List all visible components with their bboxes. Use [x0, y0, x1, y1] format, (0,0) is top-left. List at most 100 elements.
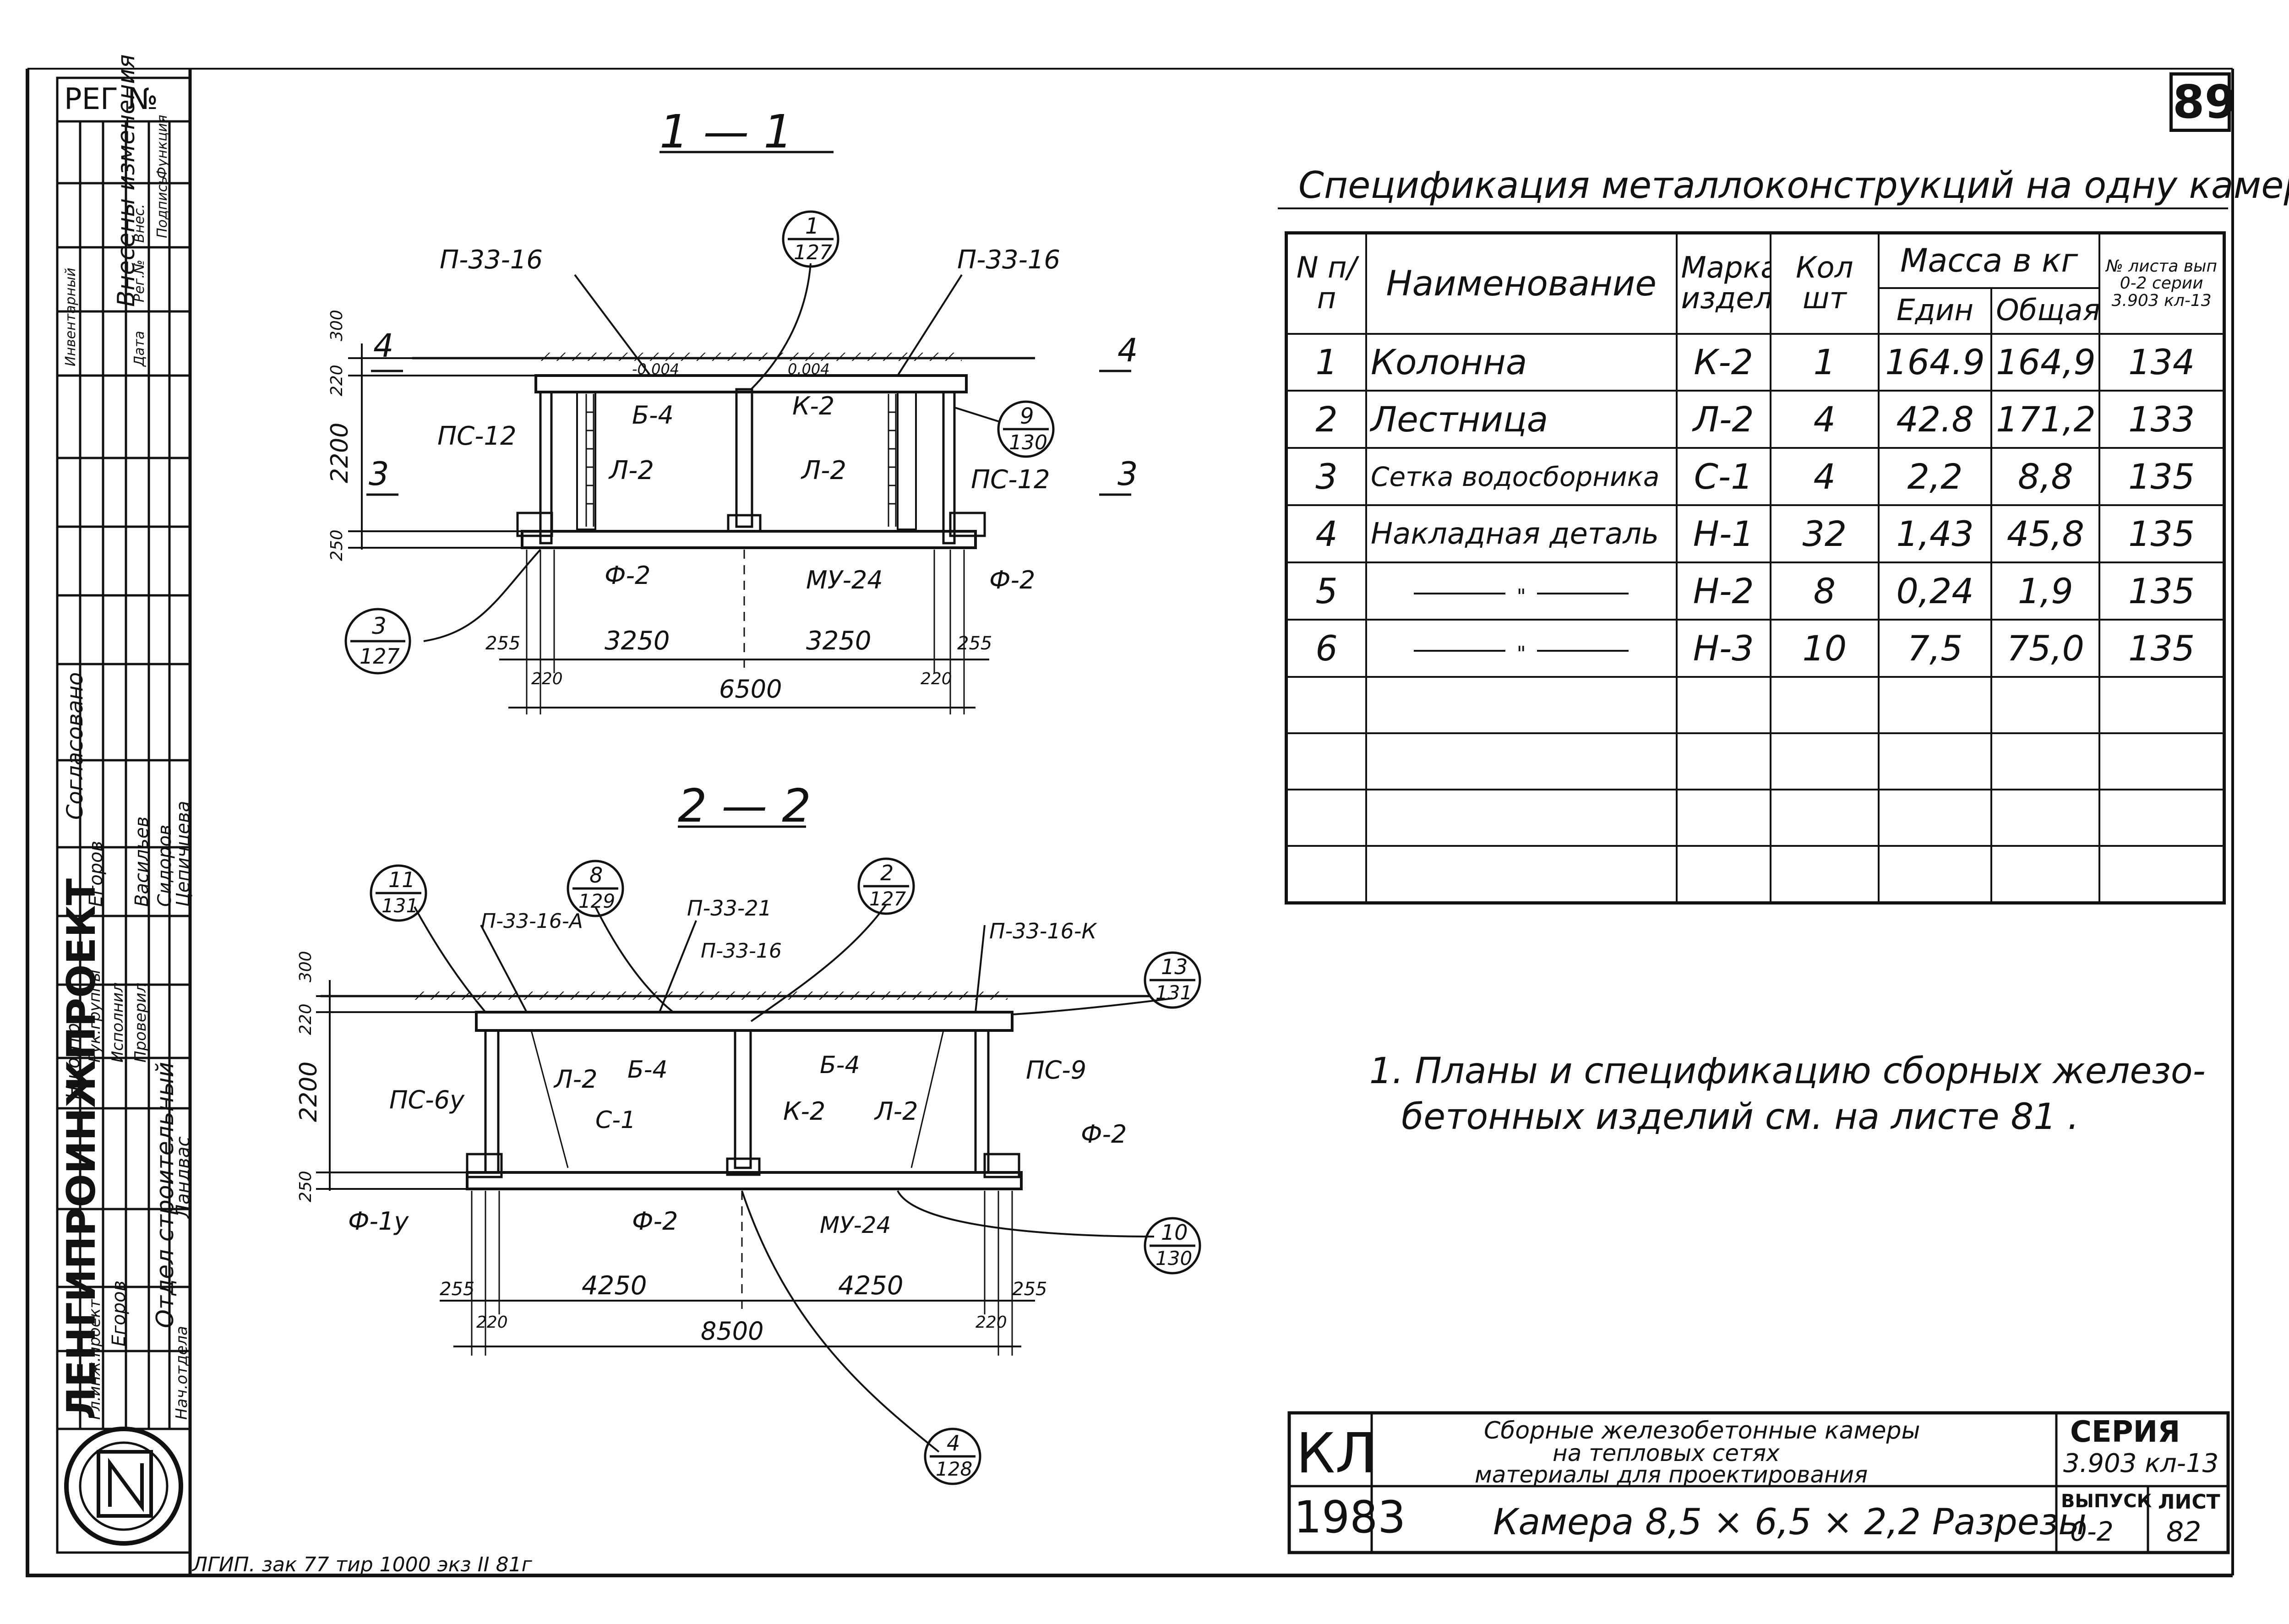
- stamp-name-3: Васильев: [131, 816, 153, 907]
- s2-dim-h-255-right: 255: [1012, 1279, 1047, 1300]
- s1-label-p-right: П-33-16: [957, 245, 1061, 275]
- s2-dim-h-4250-left: 4250: [582, 1271, 647, 1301]
- sheet-value: 82: [2166, 1516, 2202, 1548]
- title-desc-2: на тепловых сетях: [1553, 1440, 1780, 1466]
- s2-callout-2-bottom: 129: [578, 890, 616, 912]
- s2-dim-h-255-left: 255: [440, 1279, 475, 1300]
- spec-cell-mark: С-1: [1675, 447, 1771, 507]
- empty-row: [1285, 789, 2225, 847]
- empty-row: [1285, 676, 2225, 735]
- s1-callout-1-bottom: 127: [794, 241, 832, 264]
- spec-cell-qty: 4: [1769, 390, 1880, 449]
- s2-label-b4-right: Б-4: [820, 1052, 860, 1079]
- title-desc-3: материалы для проектирования: [1475, 1461, 1868, 1488]
- s2-callout-5-bottom: 130: [1155, 1247, 1193, 1270]
- revision-col-3: Рег.№: [131, 259, 147, 302]
- stamp-name-1: Егоров: [109, 1280, 130, 1346]
- s1-label-ps-left: ПС-12: [437, 421, 517, 451]
- stamp-name-5: Ландвас: [173, 1136, 194, 1218]
- spec-cell-mark: Н-1: [1675, 504, 1771, 564]
- s1-level-right: 0.004: [788, 360, 830, 378]
- title-block-grid: [1287, 1411, 2230, 1554]
- spec-cell-total: 8,8: [1990, 447, 2101, 507]
- s1-level-left: -0.004: [632, 360, 680, 378]
- spec-cell-mark: Л-2: [1675, 390, 1771, 449]
- s1-callout-3-bottom: 127: [360, 644, 400, 669]
- s2-label-ps-left: ПС-6у: [389, 1085, 465, 1114]
- series-value: 3.903 кл-13: [2063, 1449, 2219, 1478]
- spec-cell-name: Накладная деталь: [1365, 504, 1678, 564]
- s1-label-ps-right: ПС-12: [971, 465, 1050, 495]
- stamp-role-6: Н.контр.: [63, 1017, 84, 1099]
- stamp-name-4: Сидоров: [154, 824, 175, 907]
- spec-cell-name: Колонна: [1365, 332, 1678, 392]
- spec-cell-sheet: 135: [2098, 447, 2225, 507]
- spec-cell-qty: 8: [1769, 561, 1880, 621]
- issue-value: 0-2: [2070, 1516, 2114, 1547]
- s2-label-f2-right: Ф-2: [1081, 1120, 1127, 1149]
- table-row: 5 " Н-2 8 0,24 1,9 135: [1285, 561, 2225, 621]
- spec-header-sheet: № листа вып 0-2 серии 3.903 кл-13: [2098, 232, 2225, 335]
- s1-dim-h-total: 6500: [719, 675, 782, 703]
- spec-header-qty: Кол шт: [1769, 232, 1880, 335]
- s1-dim-v-220: 220: [327, 365, 346, 396]
- spec-header-total: Общая: [1990, 287, 2101, 335]
- revision-col-1: Инвентарный: [63, 267, 79, 366]
- s2-label-k2: К-2: [783, 1097, 826, 1126]
- s1-dim-v-top: 300: [327, 310, 346, 341]
- spec-cell-unit: 0,24: [1877, 561, 1993, 621]
- s2-label-p-16: П-33-16: [701, 939, 782, 963]
- spec-cell-name: Лестница: [1365, 390, 1678, 449]
- table-row: 3 Сетка водосборника С-1 4 2,2 8,8 135: [1285, 447, 2225, 507]
- section-2-geometry: [316, 825, 1201, 1485]
- spec-cell-unit: 7,5: [1877, 619, 1993, 678]
- spec-cell-qty: 32: [1769, 504, 1880, 564]
- s1-dim-h-220-right: 220: [921, 670, 952, 688]
- table-row: 4 Накладная деталь Н-1 32 1,43 45,8 135: [1285, 504, 2225, 564]
- s2-label-p-16k: П-33-16-К: [989, 919, 1097, 943]
- spec-cell-unit: 164.9: [1877, 332, 1993, 392]
- spec-cell-total: 171,2: [1990, 390, 2101, 449]
- sheet-number: 89: [2169, 72, 2236, 132]
- spec-header-mass: Масса в кг: [1877, 232, 2101, 289]
- ditto-mark: ": [1516, 642, 1526, 666]
- s1-label-b4: Б-4: [632, 401, 674, 430]
- note-line-1: 1. Планы и спецификацию сборных железо-: [1369, 1051, 2206, 1092]
- spec-table: N п/п Наименование Марка изделия Кол шт …: [1285, 231, 2226, 905]
- spec-cell-total: 1,9: [1990, 561, 2101, 621]
- s2-label-mu: МУ-24: [820, 1212, 891, 1238]
- note-line-2: бетонных изделий см. на листе 81 .: [1401, 1096, 2079, 1138]
- s1-dim-h-255-right: 255: [957, 633, 992, 654]
- s2-dim-v-250: 250: [296, 1171, 315, 1202]
- spec-cell-qty: 4: [1769, 447, 1880, 507]
- spec-cell-total: 45,8: [1990, 504, 2101, 564]
- spec-cell-total: 75,0: [1990, 619, 2101, 678]
- section-1-geometry: [344, 151, 1131, 714]
- s2-callout-3-top: 2: [880, 861, 894, 885]
- spec-header-unit: Един: [1877, 287, 1993, 335]
- spec-cell-sheet: 135: [2098, 561, 2225, 621]
- stamp-role-3: Рук.группы: [86, 970, 104, 1063]
- spec-header-name: Наименование: [1365, 232, 1678, 335]
- spec-cell-n: 6: [1285, 619, 1367, 678]
- spec-cell-n: 3: [1285, 447, 1367, 507]
- ditto-line: [1414, 650, 1506, 652]
- s1-section-mark-4-right: 4: [1117, 332, 1138, 369]
- s1-section-mark-3-left: 3: [369, 455, 389, 493]
- spec-cell-mark: Н-2: [1675, 561, 1771, 621]
- spec-cell-n: 4: [1285, 504, 1367, 564]
- spec-cell-n: 2: [1285, 390, 1367, 449]
- s2-callout-1-bottom: 131: [382, 894, 419, 917]
- spec-title: Спецификация металлоконструкций на одну …: [1298, 164, 2289, 207]
- s2-dim-h-220-right: 220: [976, 1313, 1007, 1332]
- s1-dim-h-3250-left: 3250: [605, 626, 670, 656]
- table-row: 2 Лестница Л-2 4 42.8 171,2 133: [1285, 390, 2225, 449]
- side-stamp-grid: [56, 76, 191, 1554]
- s1-section-mark-4-left: 4: [373, 327, 394, 365]
- s1-dim-h-220-left: 220: [531, 670, 563, 688]
- ditto-line: [1537, 650, 1629, 652]
- organization-emblem: [64, 1427, 183, 1546]
- title-code: КЛ: [1296, 1422, 1377, 1486]
- s2-callout-5-top: 10: [1161, 1220, 1188, 1245]
